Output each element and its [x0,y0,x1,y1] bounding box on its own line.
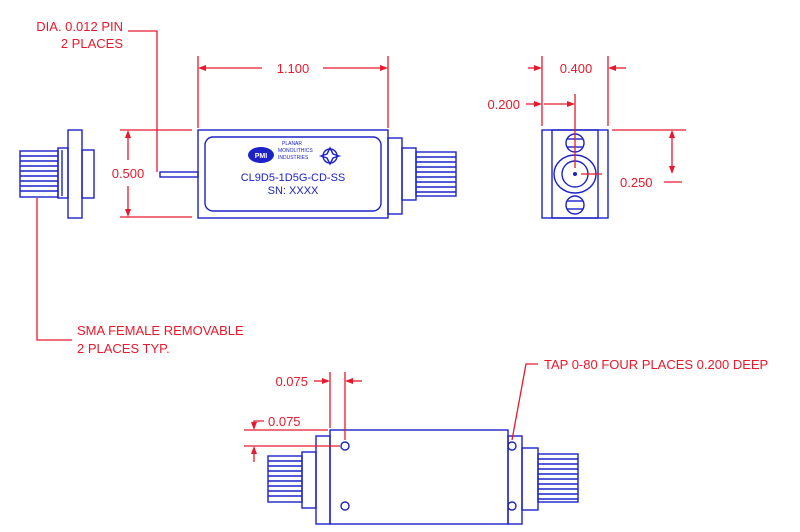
mount-screw-bottom [565,195,585,215]
logo-star-icon [322,148,338,164]
sma-note: SMA FEMALE REMOVABLE 2 PLACES TYP. [36,198,244,356]
pin-note: DIA. 0.012 PIN 2 PLACES [36,19,158,172]
width-dimension: 0.400 [528,56,626,126]
hole-offset-x-value: 0.075 [275,374,308,389]
tap-hole-bottom-right [507,501,517,511]
height-dimension: 0.500 [112,129,192,218]
tap-leader [511,363,538,441]
left-sma-connector [19,129,95,219]
center-offset-value: 0.200 [487,97,520,112]
hole-offset-y-value: 0.075 [268,414,301,429]
connector-center-pin [573,172,577,176]
logo-badge-text: PMI [255,153,268,160]
connector-height-value: 0.250 [620,175,653,190]
logo-line3: INDUSTRIES [278,155,309,161]
sma-note-line1: SMA FEMALE REMOVABLE [77,323,244,338]
logo-line2: MONOLITHICS [278,148,313,154]
part-number: CL9D5-1D5G-CD-SS [241,172,346,184]
pin-leader [128,30,158,172]
pin-note-line2: 2 PLACES [61,36,123,51]
tap-note-text: TAP 0-80 FOUR PLACES 0.200 DEEP [544,357,768,372]
tap-hole-bottom-left [340,501,350,511]
right-sma-connector [387,137,457,215]
serial-number: SN: XXXX [268,185,319,197]
tap-hole-top-right [507,441,517,451]
center-offset-dimension: 0.200 [487,94,576,168]
length-dimension: 1.100 [197,56,389,128]
logo-line1: PLANAR [282,141,302,147]
tap-note: TAP 0-80 FOUR PLACES 0.200 DEEP [511,357,768,441]
pin [159,171,199,178]
sma-note-line2: 2 PLACES TYP. [77,341,170,356]
hole-offset-x-dimension: 0.075 [275,372,362,440]
body-label-plate [204,136,382,212]
hole-offset-y-dimension: 0.075 [244,414,340,462]
height-value: 0.500 [112,166,145,181]
connector-height-dimension: 0.250 [581,129,686,190]
width-value: 0.400 [560,61,593,76]
sma-leader [36,198,72,341]
pin-note-line1: DIA. 0.012 PIN [36,19,123,34]
front-view: PMI PLANAR MONOLITHICS INDUSTRIES CL9D5-… [19,129,457,219]
pmi-logo: PMI PLANAR MONOLITHICS INDUSTRIES [248,141,342,166]
tap-hole-top-left [340,441,350,451]
bottom-view [267,429,579,525]
length-value: 1.100 [277,61,310,76]
